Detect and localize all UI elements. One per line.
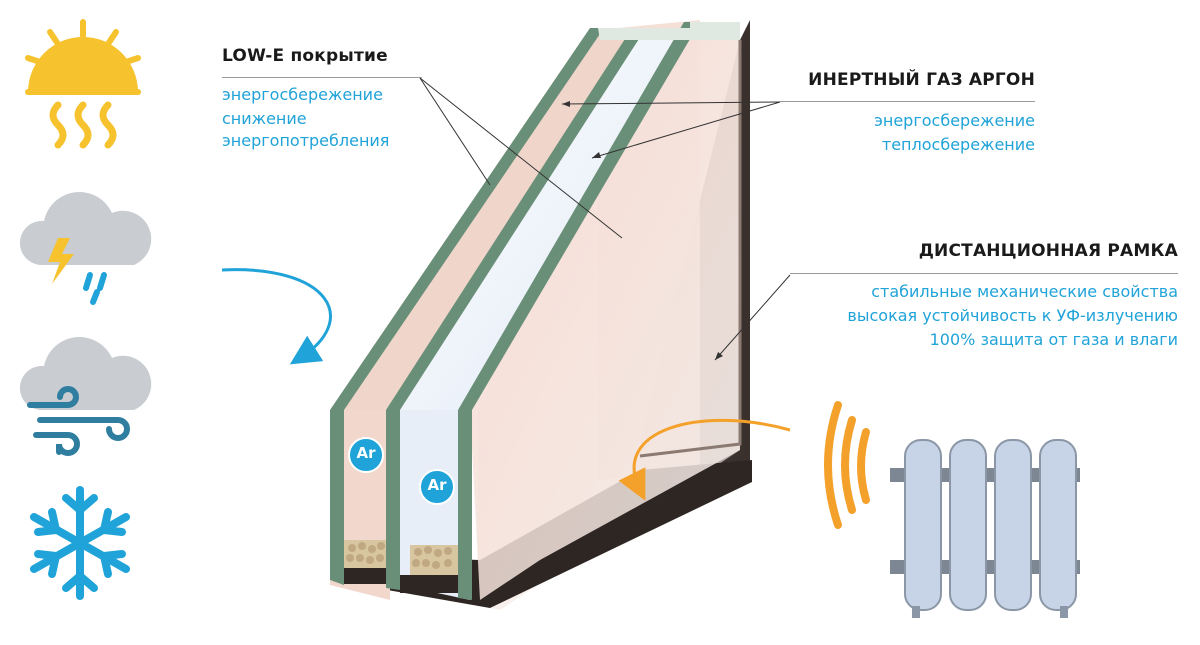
argon-badge-1 [348, 437, 384, 473]
lowe-line-2: снижение [222, 109, 307, 128]
lowe-title: LOW-E покрытие [222, 46, 388, 66]
snowflake-icon [30, 486, 130, 600]
lowe-rule [222, 77, 422, 78]
wind-cloud-icon [19, 337, 152, 456]
argon-label-2: Ar [427, 476, 447, 494]
argon-title: ИНЕРТНЫЙ ГАЗ АРГОН [808, 70, 1035, 90]
desiccant-chamber-2 [400, 545, 458, 593]
warm-air-arrow [618, 418, 791, 501]
heat-waves-icon [824, 401, 870, 529]
glass-unit [330, 20, 752, 610]
frame-line-1: стабильные механические свойства [871, 282, 1178, 301]
frame-line-2: высокая устойчивость к УФ-излучению [847, 306, 1178, 325]
argon-label-1: Ar [356, 444, 376, 462]
argon-line-2: теплосбережение [881, 135, 1035, 154]
lowe-line-3: энергопотребления [222, 131, 390, 150]
leader-lines [419, 77, 791, 361]
thunderstorm-icon [19, 192, 152, 305]
desiccant-chamber-1 [344, 540, 386, 584]
frame-rule [790, 273, 1178, 274]
radiator-icon [890, 439, 1080, 618]
cold-air-arrow [221, 268, 332, 365]
argon-rule [780, 101, 1035, 102]
frame-title: ДИСТАНЦИОННАЯ РАМКА [918, 241, 1178, 261]
frame-line-3: 100% защита от газа и влаги [929, 330, 1178, 349]
lowe-line-1: энергосбережение [222, 85, 383, 104]
argon-badge-2 [419, 469, 455, 505]
argon-line-1: энергосбережение [874, 111, 1035, 130]
sun-heat-icon [25, 19, 141, 149]
